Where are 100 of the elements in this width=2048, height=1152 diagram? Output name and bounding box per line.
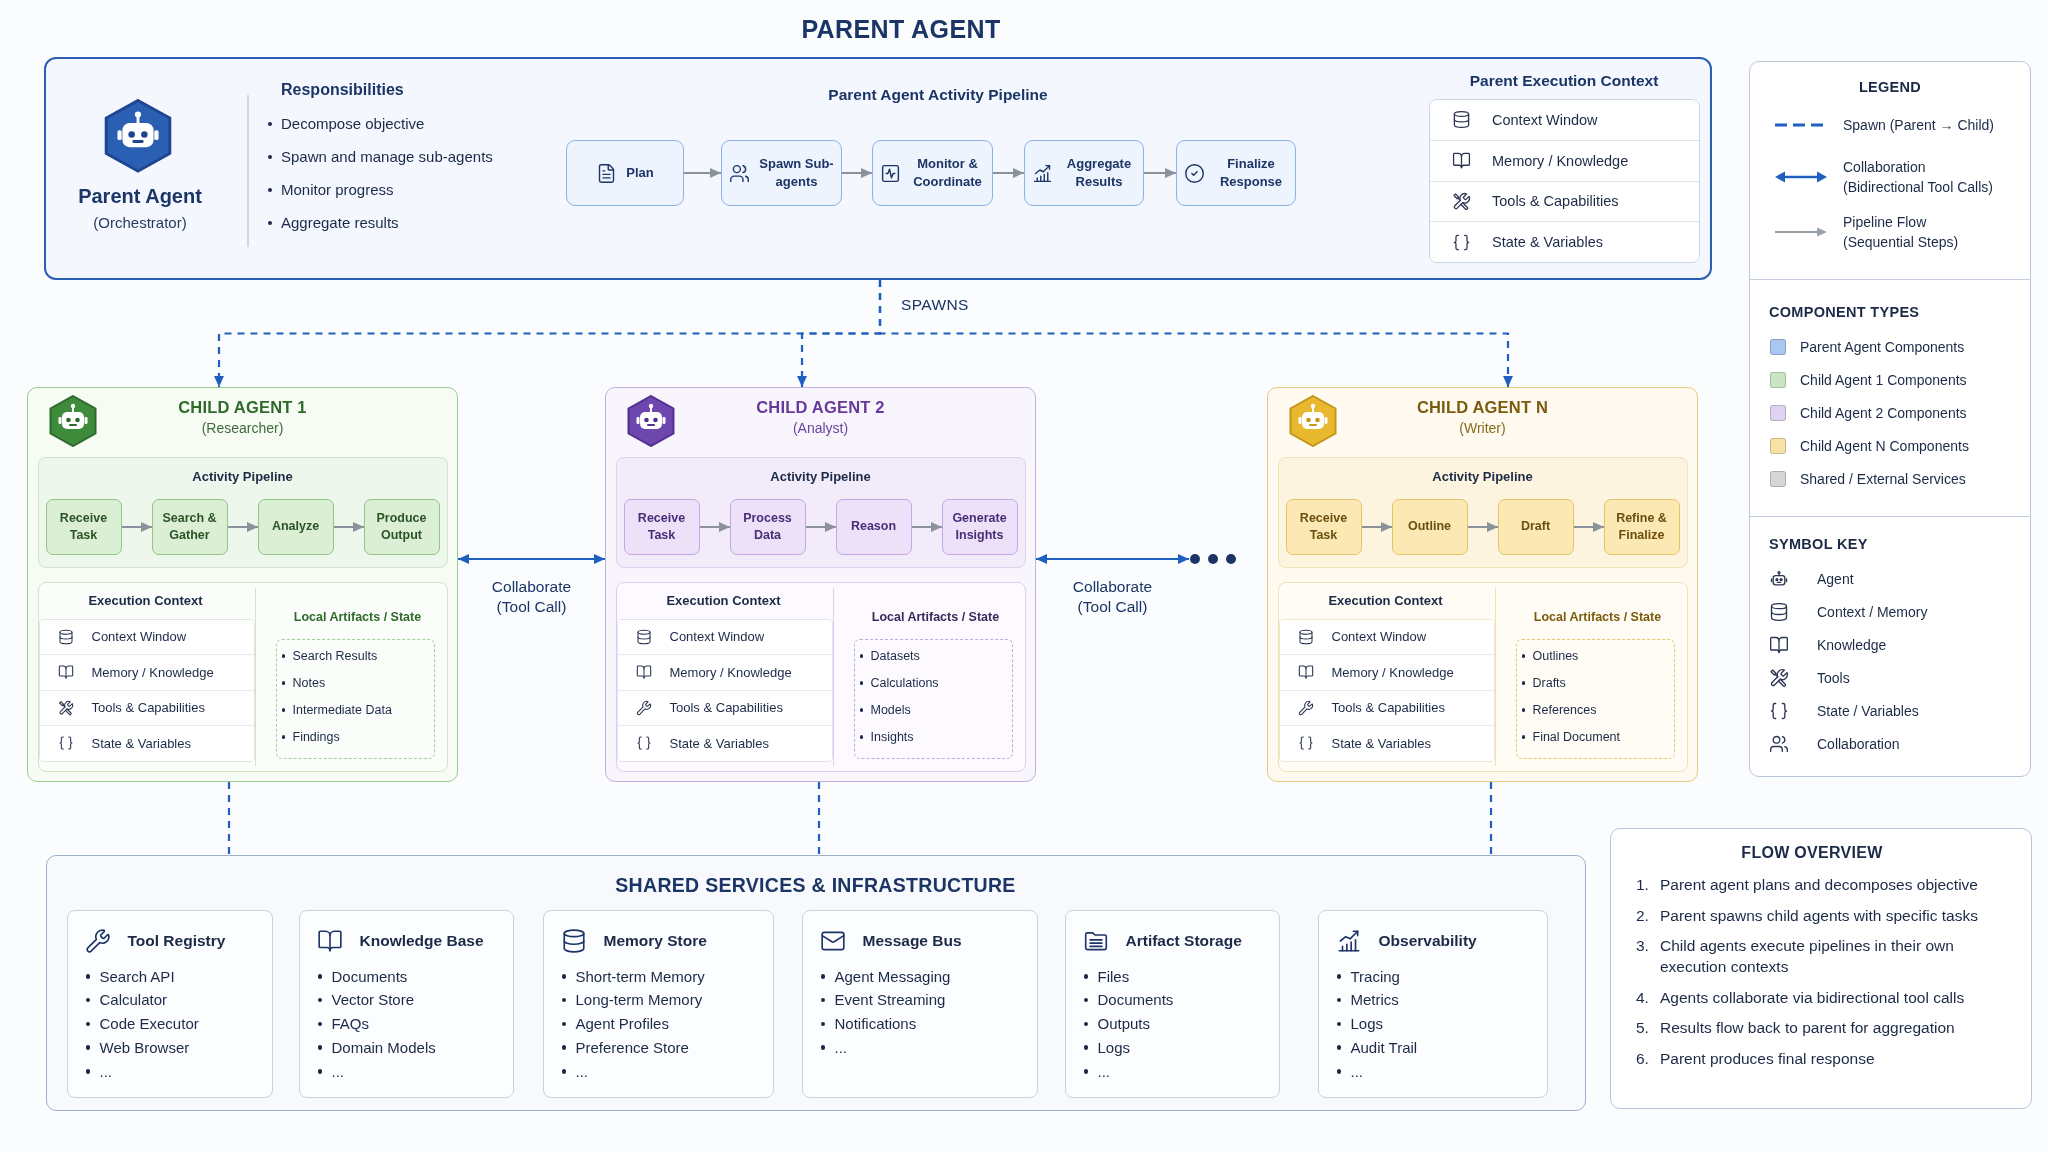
process-step (623, 498, 700, 555)
list-item: Aggregate results (265, 206, 399, 239)
legend-label: State / Variables (1817, 701, 1919, 721)
legend-label: Context / Memory (1817, 602, 1928, 622)
list-item: Short-term Memory (560, 964, 705, 989)
panel-title: CHILD AGENT N (1416, 398, 1549, 417)
section-heading: Parent Execution Context (1469, 71, 1659, 91)
list-item: Long-term Memory (560, 988, 703, 1012)
list-item: References (1521, 696, 1597, 724)
row-label: Tools & Capabilities (1492, 193, 1619, 210)
step-number: 6. (1636, 1048, 1649, 1069)
connector-line (227, 782, 231, 855)
pipeline-panel (37, 456, 448, 568)
list-item: ... (1335, 1059, 1363, 1084)
section-heading: Execution Context (666, 592, 781, 609)
arrow (1467, 522, 1499, 532)
list-item: Drafts (1521, 669, 1566, 697)
panel-title: CHILD AGENT 2 (756, 398, 885, 417)
context-table (1278, 618, 1495, 762)
row-label: Context Window (1331, 629, 1427, 645)
row-label: Memory / Knowledge (1331, 664, 1454, 680)
services-panel (46, 855, 1586, 1111)
legend-label: Child Agent 2 Components (1800, 404, 1967, 423)
arrow (841, 168, 873, 178)
legend-label: Collaboration (Bidirectional Tool Calls) (1843, 158, 1994, 197)
list-item: Agent Messaging (819, 964, 951, 989)
arrow (1361, 522, 1393, 532)
step-label: Spawn Sub-agents (759, 155, 834, 191)
list-item: Documents (316, 964, 408, 989)
list-item: Models (859, 696, 911, 724)
list-item: Files (1082, 964, 1130, 989)
process-step (363, 498, 440, 555)
list-item: ... (316, 1059, 344, 1084)
service-card (1064, 909, 1280, 1098)
list-item: ... (819, 1035, 847, 1060)
list-item: Search Results (281, 642, 378, 670)
service-name: Memory Store (603, 931, 707, 950)
service-card (801, 909, 1038, 1098)
agent-panel (605, 387, 1036, 782)
row-label: Memory / Knowledge (669, 664, 792, 680)
artifact-list-box (275, 638, 435, 759)
step-label: Plan (626, 164, 654, 182)
step-number: 3. (1636, 936, 1649, 956)
step-text: Agents collaborate via bidirectional tool calls (1660, 987, 1965, 1008)
row-label: Context Window (1492, 111, 1598, 128)
section-heading: Local Artifacts / State (1533, 609, 1662, 626)
arrow (805, 522, 837, 532)
section-heading: Execution Context (1328, 592, 1443, 609)
context-table (616, 618, 833, 762)
list-item: Insights (859, 723, 914, 751)
step-number: 5. (1636, 1018, 1649, 1038)
list-item: Vector Store (316, 988, 415, 1012)
list-item: ... (1082, 1059, 1110, 1084)
agent-role: (Writer) (1459, 420, 1506, 436)
step-label: Refine & Finalize (1615, 509, 1668, 544)
process-step (151, 498, 228, 555)
legend-label: Spawn (Parent → Child) (1843, 116, 1994, 135)
list-item: Decompose objective (265, 107, 425, 140)
list-item: Spawn and manage sub-agents (265, 140, 493, 173)
flow-overview-panel (1610, 828, 2032, 1109)
row-label: State & Variables (669, 735, 769, 751)
step-number: 4. (1636, 987, 1649, 1008)
step-label: Reason (850, 518, 897, 535)
service-card (1317, 909, 1548, 1098)
legend-label: Tools (1817, 668, 1850, 688)
agent-role: (Analyst) (792, 420, 849, 436)
row-label: State & Variables (91, 735, 191, 751)
list-item: Web Browser (84, 1035, 190, 1060)
arrow (878, 280, 1513, 387)
step-text: Child agents execute pipelines in their own execution contexts (1660, 936, 1955, 977)
process-step (45, 498, 122, 555)
arrow (121, 522, 153, 532)
row-label: Context Window (91, 629, 187, 645)
ellipsis-icon (1189, 551, 1237, 567)
service-card (542, 909, 774, 1098)
service-name: Observability (1378, 931, 1477, 950)
connector-line (1489, 782, 1493, 855)
legend-heading: SYMBOL KEY (1769, 535, 1868, 554)
list-item: Code Executor (84, 1012, 199, 1036)
step-label: Finalize Response (1218, 155, 1284, 191)
legend-label: Agent (1817, 569, 1854, 589)
legend-label: Knowledge (1817, 635, 1887, 655)
panel-title: PARENT AGENT (801, 14, 1001, 45)
legend-label: Parent Agent Components (1800, 338, 1965, 357)
list-item: Outputs (1082, 1012, 1151, 1036)
arrow (1573, 522, 1605, 532)
pipeline-panel (615, 456, 1026, 568)
legend-label: Shared / External Services (1800, 470, 1966, 489)
arrow (911, 522, 943, 532)
row-label: Memory / Knowledge (1492, 152, 1629, 169)
step-number: 2. (1636, 905, 1649, 926)
service-card (298, 909, 514, 1098)
legend-label: Child Agent N Components (1800, 437, 1969, 456)
arrow (683, 168, 722, 178)
step-label: Produce Output (375, 509, 428, 544)
agent-role: (Researcher) (201, 420, 284, 436)
arrow (227, 522, 259, 532)
double-arrow (458, 554, 605, 564)
list-item: Logs (1082, 1035, 1131, 1060)
context-panel (37, 581, 448, 772)
